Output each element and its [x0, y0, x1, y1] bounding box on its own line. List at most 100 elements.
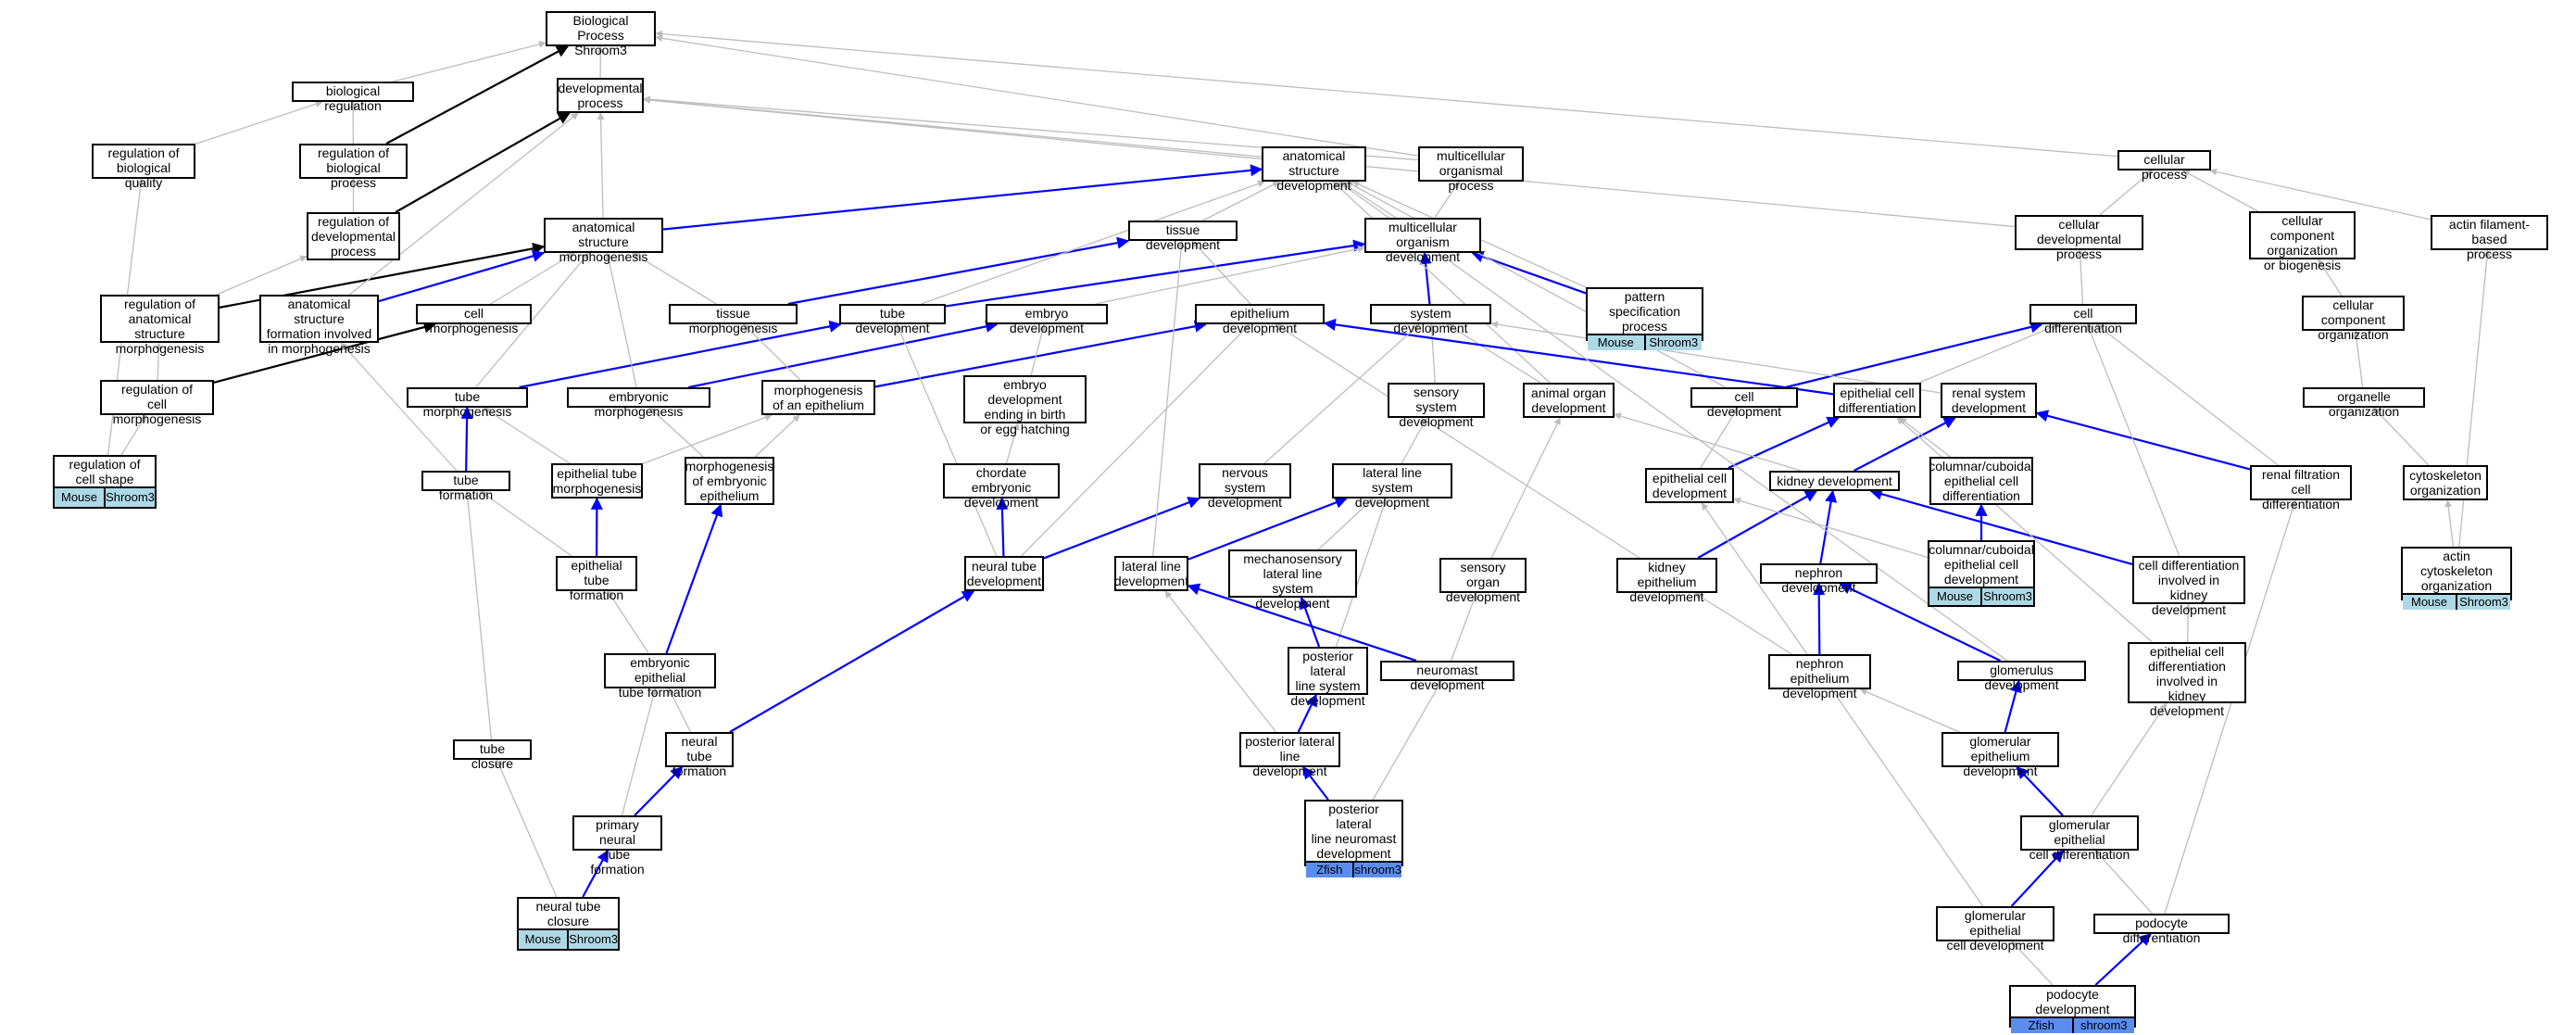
go-term-tubem[interactable]: tube morphogenesis [407, 387, 528, 419]
go-term-rfcd[interactable]: renal filtration cell differentiation [2250, 465, 2352, 511]
go-term-celld[interactable]: cell differentiation [2029, 304, 2137, 335]
go-term-tc[interactable]: tube closure [453, 739, 532, 771]
go-term-mod[interactable]: multicellular organism development [1364, 218, 1481, 264]
go-term-asm[interactable]: anatomical structure morphogenesis [544, 218, 663, 264]
go-term-tubef[interactable]: tube formation [421, 471, 510, 502]
go-term-kd[interactable]: kidney development [1769, 471, 1900, 491]
go-term-tm[interactable]: tissue morphogenesis [669, 304, 798, 335]
go-term-plld[interactable]: posterior lateral line development [1239, 732, 1340, 778]
go-term-label: neural tube development [966, 559, 1042, 588]
go-term-nmd[interactable]: neuromast development [1380, 661, 1514, 692]
go-term-embm[interactable]: embryonic morphogenesis [567, 387, 710, 419]
go-term-mllsd[interactable]: mechanosensory lateral line system devel… [1228, 549, 1357, 611]
go-term-eetf[interactable]: embryonic epithelial tube formation [604, 653, 716, 700]
go-term-ged[interactable]: glomerular epithelium development [1941, 732, 2059, 778]
go-term-ntf[interactable]: neural tube formation [665, 732, 734, 778]
go-term-oo[interactable]: organelle organization [2303, 387, 2425, 419]
go-term-ecdikd[interactable]: epithelial cell differentiation involved… [2128, 642, 2246, 718]
go-term-tubed[interactable]: tube development [839, 304, 946, 335]
go-term-regdev[interactable]: regulation of developmental process [307, 212, 400, 260]
go-term-td[interactable]: tissue development [1128, 221, 1238, 252]
go-term-cm[interactable]: cell morphogenesis [416, 304, 532, 335]
go-term-pllnd[interactable]: posterior lateral line neuromast develop… [1304, 800, 1403, 877]
edge-ced-to-edbirth [1005, 423, 1020, 464]
go-term-lld[interactable]: lateral line development [1114, 556, 1188, 591]
go-term-moee[interactable]: morphogenesis of embryonic epithelium [685, 457, 774, 505]
go-term-nd[interactable]: nephron development [1760, 563, 1878, 595]
go-term-aod[interactable]: animal organ development [1523, 383, 1615, 418]
go-term-label: tube morphogenesis [422, 389, 512, 419]
edge-epid-to-td [1191, 240, 1251, 305]
go-term-regbq[interactable]: regulation of biological quality [92, 144, 195, 190]
go-term-etm[interactable]: epithelial tube morphogenesis [551, 463, 643, 499]
go-term-asd[interactable]: anatomical structure development [1262, 146, 1366, 193]
go-term-afbp[interactable]: actin filament-based process [2431, 215, 2548, 261]
go-term-gd[interactable]: glomerulus development [1957, 661, 2086, 692]
go-term-llsd[interactable]: lateral line system development [1332, 463, 1452, 510]
edge-tc-to-tubef [463, 490, 493, 740]
go-term-mop[interactable]: multicellular organismal process [1418, 146, 1524, 193]
go-term-ned[interactable]: nephron epithelium development [1768, 654, 1871, 701]
go-term-label: cellular developmental process [2036, 217, 2122, 261]
go-term-ssd[interactable]: sensory system development [1388, 383, 1485, 429]
edge-afbp-to-cp [2209, 168, 2431, 221]
go-term-ked[interactable]: kidney epithelium development [1616, 558, 1717, 604]
go-term-cco[interactable]: cellular component organization [2302, 296, 2405, 342]
edge-ked-to-epid [1275, 323, 1640, 559]
go-term-label: cell differentiation [2044, 306, 2122, 335]
go-term-label: cellular component organization [2318, 297, 2389, 342]
go-term-regcm[interactable]: regulation of cell morphogenesis [100, 380, 214, 426]
go-term-pdiff[interactable]: podocyte differentiation [2093, 914, 2230, 945]
go-term-cyto[interactable]: cytoskeleton organization [2403, 465, 2488, 500]
go-term-nsd[interactable]: nervous system development [1199, 463, 1291, 510]
go-term-ccecd[interactable]: columnar/cuboidal epithelial cell differ… [1929, 457, 2034, 505]
species-label: Zfish [2011, 1018, 2072, 1033]
go-term-label: epithelium development [1222, 306, 1298, 335]
go-term-moe[interactable]: morphogenesis of an epithelium [761, 380, 875, 415]
go-term-pntf[interactable]: primary neural tube formation [572, 815, 662, 877]
go-term-gecdev[interactable]: glomerular epithelial cell development [1936, 906, 2055, 953]
go-term-rsd[interactable]: renal system development [1941, 383, 2037, 418]
go-term-ccob[interactable]: cellular component organization or bioge… [2249, 211, 2356, 272]
go-term-sod[interactable]: sensory organ development [1439, 558, 1527, 604]
go-term-etf[interactable]: epithelial tube formation [556, 556, 637, 602]
go-term-dev[interactable]: developmental process [557, 78, 644, 113]
go-term-cdp[interactable]: cellular developmental process [2015, 215, 2143, 261]
go-term-label: mechanosensory lateral line system devel… [1243, 551, 1342, 611]
go-term-ccecdev[interactable]: columnar/cuboidal epithelial cell develo… [1928, 540, 2035, 607]
go-term-ntd[interactable]: neural tube development [964, 556, 1044, 591]
go-term-label: podocyte development [2035, 987, 2110, 1016]
go-term-label: morphogenesis of embryonic epithelium [685, 459, 774, 503]
go-term-ecd[interactable]: epithelial cell differentiation [1833, 383, 1921, 418]
edge-td-to-asd [1202, 181, 1280, 221]
go-term-label: glomerular epithelial cell development [1946, 908, 2044, 953]
go-term-ced[interactable]: chordate embryonic development [943, 463, 1060, 510]
go-term-cp[interactable]: cellular process [2117, 150, 2211, 182]
go-term-pllsd[interactable]: posterior lateral line system developmen… [1288, 647, 1368, 708]
go-term-breg[interactable]: biological regulation [292, 82, 414, 113]
edge-etf-to-tubef [479, 490, 572, 557]
go-term-regasm[interactable]: regulation of anatomical structure morph… [100, 295, 220, 356]
go-term-embd[interactable]: embryo development [986, 304, 1108, 335]
go-term-gecd[interactable]: glomerular epithelial cell differentiati… [2020, 815, 2139, 862]
go-term-epid[interactable]: epithelium development [1195, 304, 1325, 335]
go-term-ecdev[interactable]: epithelial cell development [1645, 468, 1734, 503]
go-term-asfim[interactable]: anatomical structure formation involved … [259, 295, 379, 356]
go-term-regbp[interactable]: regulation of biological process [299, 144, 408, 190]
go-term-bp[interactable]: Biological Process Shroom3 [546, 11, 656, 57]
go-term-sysd[interactable]: system development [1370, 304, 1491, 335]
go-term-edbirth[interactable]: embryo development ending in birth or eg… [963, 375, 1087, 436]
gene-label: Shroom3 [2456, 595, 2510, 610]
go-term-label: cellular process [2141, 152, 2188, 182]
go-term-label: tissue development [1145, 222, 1221, 252]
go-term-cdikd[interactable]: cell differentiation involved in kidney … [2132, 556, 2245, 617]
go-term-label: actin cytoskeleton organization [2420, 549, 2493, 593]
go-term-celldev[interactable]: cell development [1690, 387, 1798, 419]
